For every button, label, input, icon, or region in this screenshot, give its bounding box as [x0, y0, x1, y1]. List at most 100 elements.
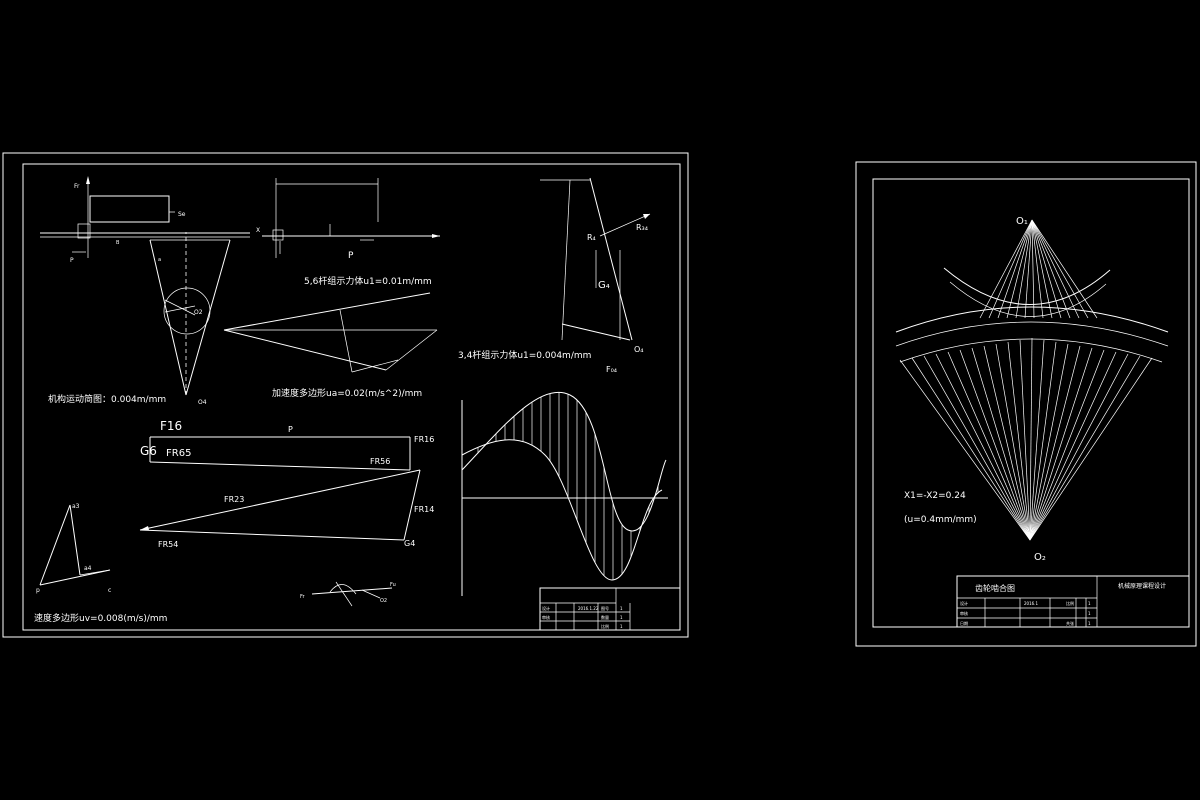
gear-ray: [979, 219, 1033, 319]
label-g4-force: G4: [404, 539, 415, 548]
label-fr16: FR16: [414, 435, 434, 444]
label-group-34-scale: 3,4杆组示力体u1=0.004m/mm: [458, 349, 591, 361]
title-block-cell: 1: [620, 624, 623, 629]
title-block-cell: 1: [1088, 611, 1091, 616]
title-block-cell: 2016.1: [1024, 601, 1038, 606]
label-fr54: FR54: [158, 540, 178, 549]
gear-ray: [1024, 219, 1033, 319]
gear-ray: [1031, 219, 1044, 319]
gear-ray: [1029, 341, 1057, 541]
label-fr65: FR65: [166, 448, 191, 459]
gear-ray: [1031, 219, 1098, 319]
label-gear-scale: (u=0.4mm/mm): [904, 515, 977, 525]
force-polygon: F16 G6 FR65 P FR16 FR56 FR23 FR14 FR54 G…: [139, 419, 434, 549]
label-a3: a3: [72, 503, 80, 510]
label-b: B: [116, 240, 120, 246]
title-block-cell: 数量: [601, 614, 609, 620]
title-block-2-title: 齿轮啮合图: [975, 583, 1015, 593]
label-o2-b: O2: [380, 598, 387, 604]
label-a4: a4: [84, 565, 92, 572]
title-block-2-side: 机械原理课程设计: [1118, 582, 1166, 590]
gear-ray: [1031, 219, 1089, 319]
label-group-56-scale: 5,6杆组示力体u1=0.01m/mm: [304, 275, 432, 287]
label-velocity-polygon: 速度多边形uv=0.008(m/s)/mm: [34, 612, 167, 624]
label-f04: F₀₄: [606, 365, 617, 374]
group-56-free-body: X P 5,6杆组示力体u1=0.01m/mm: [256, 178, 440, 287]
label-r4: R₄: [587, 233, 596, 242]
gear-ray: [1031, 219, 1062, 319]
sheet-1-outer-border: [2, 152, 689, 638]
label-fu: Fu: [390, 582, 396, 588]
gear-ray: [1029, 351, 1117, 541]
velocity-polygon: a3 a4 c p 速度多边形uv=0.008(m/s)/mm: [34, 503, 167, 624]
title-block-cell: 设计: [542, 605, 550, 611]
title-block-cell: 1: [620, 615, 623, 620]
gear-ray: [1029, 349, 1105, 541]
gear-ray: [997, 219, 1033, 319]
title-block-cell: 共张: [1066, 620, 1074, 626]
gear-ray: [1031, 219, 1035, 319]
sheet-1: Fr Se P O2 O4 B a 机构运动简图：0.004m/mm: [2, 152, 689, 638]
title-block-cell: 比例: [1066, 600, 1074, 606]
title-block-cell: 比例: [601, 623, 609, 629]
gear-ray: [1029, 357, 1153, 541]
label-g4: G₄: [598, 280, 610, 291]
label-f16: F16: [160, 419, 182, 433]
gear-ray: [959, 349, 1031, 541]
label-fr23: FR23: [224, 495, 244, 504]
gear-mesh-diagram: O₁ O₂: [895, 216, 1169, 563]
title-block-cell: 2016.1.22: [578, 606, 599, 611]
title-block-cell: 图号: [601, 605, 609, 611]
gear-ray: [1029, 339, 1045, 541]
label-r34: R₃₄: [636, 223, 648, 232]
gear-ray: [1007, 341, 1031, 541]
gear-ray: [1029, 343, 1069, 541]
gear-ray: [1029, 353, 1129, 541]
gear-ray: [971, 347, 1031, 541]
title-block-cell: 1: [620, 606, 623, 611]
label-p-vel: p: [36, 587, 40, 594]
title-block-cell: 设计: [960, 600, 968, 606]
gear-ray: [1006, 219, 1033, 319]
title-block-cell: 1: [1088, 621, 1091, 626]
gear-ray: [911, 357, 1031, 541]
title-block-cell: 审核: [542, 614, 550, 620]
gear-ray: [1019, 339, 1031, 541]
label-fr-bottom: Fr: [300, 594, 306, 600]
crank-force-sketch: Fr Fu O2: [300, 581, 396, 607]
acceleration-polygon: 加速度多边形ua=0.02(m/s^2)/mm: [223, 292, 438, 399]
gear-ray: [1031, 219, 1080, 319]
gear-ray: [1029, 345, 1081, 541]
sheet-2-inner-border: [872, 178, 1190, 628]
label-accel-polygon: 加速度多边形ua=0.02(m/s^2)/mm: [272, 387, 422, 399]
gear-ray: [899, 359, 1031, 541]
label-fr: Fr: [74, 183, 80, 190]
sheet-1-inner-border: [22, 163, 681, 631]
label-p-56: P: [348, 251, 354, 261]
label-o2-gear: O₂: [1034, 552, 1046, 563]
gear-ray: [1015, 219, 1033, 319]
sheet-2-outer-border: [855, 161, 1197, 647]
title-block-cell: 审核: [960, 610, 968, 616]
gear-ray: [947, 351, 1031, 541]
gear-ray: [1029, 347, 1093, 541]
label-mechanism-scale: 机构运动简图：0.004m/mm: [48, 393, 166, 405]
label-a: a: [158, 257, 161, 263]
sheet-2: O₁ O₂ X1=-X2=0.24 (u=0.4mm/mm) 齿轮啮合图 机械原…: [855, 161, 1197, 647]
gear-ray: [923, 355, 1031, 541]
gear-ray: [983, 345, 1031, 541]
motion-curves-plot: [461, 391, 668, 596]
label-p-force: P: [288, 425, 293, 434]
label-se: Se: [178, 211, 186, 218]
label-fr56: FR56: [370, 457, 390, 466]
label-o4-34: O₄: [634, 345, 644, 354]
label-g6: G6: [140, 444, 157, 458]
gear-ray: [1029, 355, 1141, 541]
label-o4: O4: [198, 399, 207, 406]
title-block-cell: 日期: [960, 620, 968, 626]
gear-ray: [1029, 337, 1033, 541]
label-c: c: [108, 587, 111, 594]
label-x: X: [256, 227, 260, 234]
gear-ray: [1031, 219, 1071, 319]
